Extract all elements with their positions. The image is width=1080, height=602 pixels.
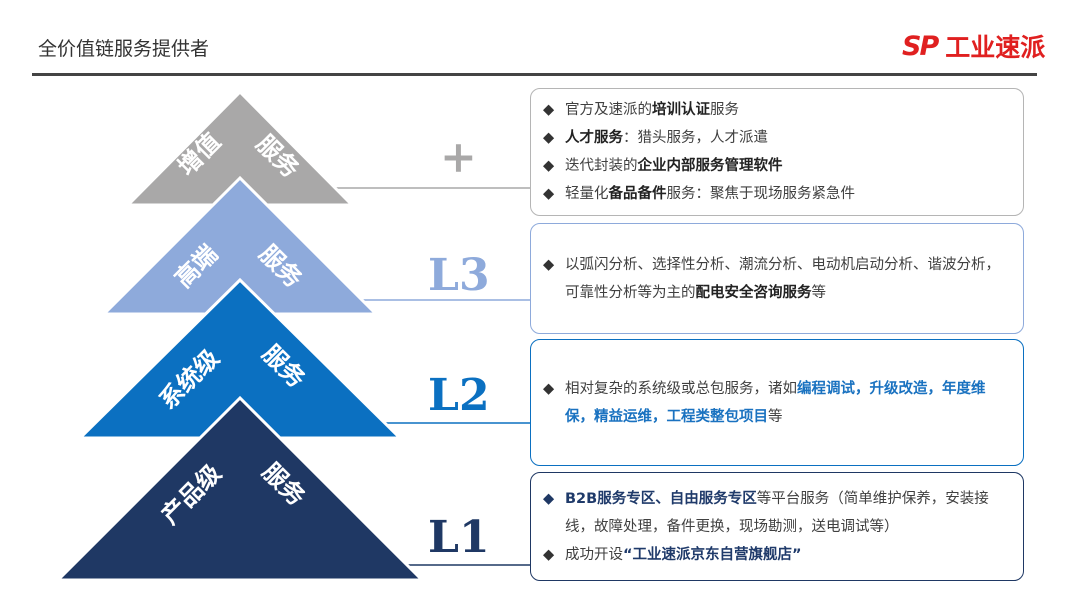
page-title: 全价值链服务提供者 [38, 38, 210, 60]
title-divider [32, 73, 1037, 76]
text: ◆ [543, 380, 555, 397]
product-box: ◆ B2B服务专区、自由服务专区等平台服务（简单维护保养，安装接线，故障处理，备件… [530, 472, 1024, 581]
value-added-box: ◆ 官方及速派的培训认证服务 ◆ 人才服务：猎头服务，人才派遣 ◆ 迭代封装的企业内部… [530, 88, 1024, 216]
text: 等 [811, 284, 827, 301]
list-item: ◆ 以弧闪分析、选择性分析、潮流分析、电动机启动分析、谐波分析，可靠性分析等为主的… [543, 251, 1011, 307]
text: 以弧闪分析、选择性分析、潮流分析、电动机启动分析、谐波分析，可靠性分析等为主的 [565, 256, 1000, 301]
list-item: ◆ 成功开设“工业速派京东自营旗舰店” [543, 541, 1011, 569]
text: 相对复杂的系统级或总包服务，诸如 [565, 380, 797, 397]
text: 成功开设 [565, 546, 623, 563]
text: ◆ [543, 490, 555, 507]
text: ◆ [543, 186, 555, 202]
text: 配电安全咨询服务 [695, 284, 812, 301]
text: 迭代封装的 [565, 158, 638, 174]
logo-name: 工业速派 [945, 33, 1046, 62]
list-item: ◆ 迭代封装的企业内部服务管理软件 [543, 152, 1011, 180]
text: 官方及速派的 [565, 102, 652, 118]
level-l1: L1 [428, 512, 490, 563]
level-plus: + [440, 132, 477, 183]
text: 编程调试，升级改造，年度维保，精益运维，工程类整包项目 [565, 380, 986, 425]
text: ◆ [543, 102, 555, 118]
text: 备品备件 [608, 186, 667, 202]
list-item: ◆ B2B服务专区、自由服务专区等平台服务（简单维护保养，安装接线，故障处理，备件… [543, 485, 1011, 541]
text: 服务 [710, 102, 739, 118]
list-item: ◆ 相对复杂的系统级或总包服务，诸如编程调试，升级改造，年度维保，精益运维，工程类… [543, 375, 1011, 431]
list-item: ◆ 官方及速派的培训认证服务 [543, 96, 1011, 124]
text: ◆ [543, 256, 555, 273]
text: 等 [768, 408, 783, 425]
text: 企业内部服务管理软件 [637, 158, 783, 174]
chevron-product [54, 395, 426, 582]
text: B2B服务专区、自由服务专区 [565, 490, 757, 507]
text: ：猎头服务，人才派遣 [623, 130, 768, 146]
text: ◆ [543, 130, 555, 146]
level-l3: L3 [428, 250, 490, 301]
list-item: ◆ 轻量化备品备件服务：聚焦于现场服务紧急件 [543, 180, 1011, 208]
system-box: ◆ 相对复杂的系统级或总包服务，诸如编程调试，升级改造，年度维保，精益运维，工程类… [530, 339, 1024, 466]
logo-mark: SP [902, 30, 939, 62]
text: 培训认证 [652, 102, 710, 118]
text: 轻量化 [565, 186, 609, 202]
high-end-box: ◆ 以弧闪分析、选择性分析、潮流分析、电动机启动分析、谐波分析，可靠性分析等为主的… [530, 223, 1024, 334]
text: 人才服务 [565, 130, 623, 146]
text: “工业速派京东自营旗舰店” [623, 546, 802, 563]
text: ◆ [543, 158, 555, 174]
list-item: ◆ 人才服务：猎头服务，人才派遣 [543, 124, 1011, 152]
level-l2: L2 [428, 370, 490, 421]
text: 等平台服务（简单维护保养，安装接线，故障处理，备件更换，现场勘测，送电调试等） [565, 490, 989, 535]
text: ◆ [543, 546, 555, 563]
text: 服务：聚焦于现场服务紧急件 [666, 186, 856, 202]
